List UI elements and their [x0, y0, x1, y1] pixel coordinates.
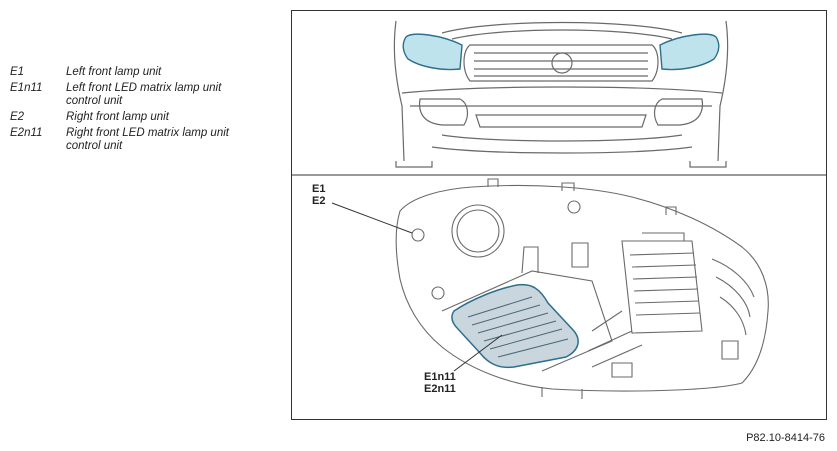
legend-row: E2 Right front lamp unit	[10, 111, 256, 124]
legend-description: Left front LED matrix lamp unit control …	[66, 82, 222, 107]
legend-code: E2	[10, 111, 25, 123]
callout-label: E1n11	[424, 371, 456, 383]
left-headlight-highlight	[402, 33, 463, 71]
callout-label: E2	[312, 195, 326, 207]
legend: E1 Left front lamp unit E1n11 Left front…	[10, 66, 256, 156]
leader-line-control-unit	[453, 334, 503, 372]
legend-code: E2n11	[10, 127, 43, 139]
callout-control-units: E1n11 E2n11	[424, 371, 456, 395]
headlamp-detail	[395, 178, 769, 399]
legend-description: Left front lamp unit	[66, 66, 162, 78]
callout-label: E2n11	[424, 383, 456, 395]
diagram-frame: E1 E2 E1n11 E2n11	[291, 10, 827, 420]
callout-label: E1	[312, 183, 326, 195]
legend-code: E1n11	[10, 82, 43, 94]
legend-row: E1n11 Left front LED matrix lamp unit co…	[10, 82, 256, 108]
car-front-view	[393, 20, 729, 168]
legend-row: E2n11 Right front LED matrix lamp unit c…	[10, 127, 256, 153]
right-headlight-highlight	[659, 33, 720, 71]
figure-id: P82.10-8414-76	[746, 432, 825, 444]
control-unit-fins	[467, 296, 569, 358]
leader-line-lamp	[331, 202, 413, 234]
control-unit-highlight	[451, 283, 579, 369]
legend-row: E1 Left front lamp unit	[10, 66, 256, 79]
legend-description: Right front LED matrix lamp unit control…	[66, 127, 229, 152]
callout-lamp-units: E1 E2	[312, 183, 325, 207]
legend-code: E1	[10, 66, 25, 78]
legend-description: Right front lamp unit	[66, 111, 169, 123]
diagram-illustration	[292, 20, 826, 399]
